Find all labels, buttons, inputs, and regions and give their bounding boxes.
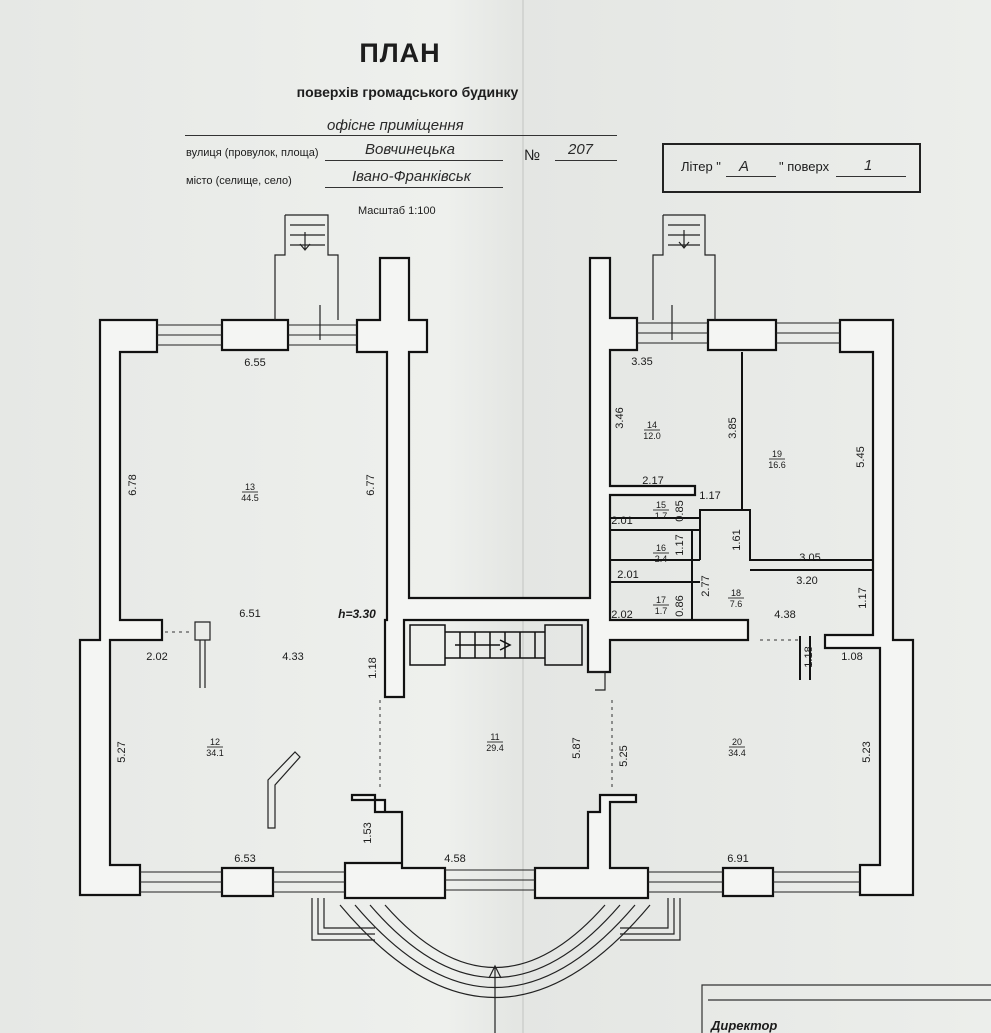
dimension-label: 6.53 bbox=[234, 853, 255, 865]
bottom-pier-center-right bbox=[533, 793, 650, 900]
dimension-label: 6.55 bbox=[244, 357, 265, 369]
dimension-label: 1.17 bbox=[699, 490, 720, 502]
room-area: 34.1 bbox=[206, 748, 224, 758]
plan-title: ПЛАН bbox=[359, 38, 441, 68]
dimension-label: 2.17 bbox=[642, 475, 663, 487]
room-area: 12.0 bbox=[643, 431, 661, 441]
dimension-label: 2.02 bbox=[146, 651, 167, 663]
room-number: 19 bbox=[772, 449, 782, 459]
right-window-pier bbox=[706, 318, 778, 352]
floor-label: " поверх bbox=[779, 159, 830, 174]
dimension-label: 4.38 bbox=[774, 609, 795, 621]
dimension-label: 5.87 bbox=[571, 737, 583, 758]
dimension-label: 5.27 bbox=[116, 741, 128, 762]
bottom-pier-left bbox=[220, 866, 275, 898]
dimension-label: 1.53 bbox=[362, 822, 374, 843]
floor-value: 1 bbox=[864, 157, 873, 174]
number-label: № bbox=[524, 147, 541, 164]
dimension-label: 6.51 bbox=[239, 608, 260, 620]
litera-value: А bbox=[739, 158, 750, 175]
litera-label: Літер " bbox=[681, 159, 721, 174]
dimension-label: 2.01 bbox=[617, 569, 638, 581]
room-area: 34.4 bbox=[728, 748, 746, 758]
dimension-label: 0.86 bbox=[674, 595, 686, 616]
street-underline bbox=[325, 160, 503, 161]
dimension-label: 3.35 bbox=[631, 356, 652, 368]
ceiling-height: h=3.30 bbox=[338, 607, 376, 621]
room-number: 13 bbox=[245, 482, 255, 492]
room-number: 17 bbox=[656, 595, 666, 605]
city-underline bbox=[325, 187, 503, 188]
dimension-label: 5.45 bbox=[855, 446, 867, 467]
paper-fold bbox=[522, 0, 524, 1033]
number-underline bbox=[555, 160, 617, 161]
street-label: вулиця (провулок, площа) bbox=[186, 147, 319, 159]
dimension-label: 3.05 bbox=[799, 552, 820, 564]
dimension-label: 1.08 bbox=[841, 651, 862, 663]
room-number: 12 bbox=[210, 737, 220, 747]
dimension-label: 4.58 bbox=[444, 853, 465, 865]
number-value: 207 bbox=[568, 141, 594, 158]
room-area: 7.6 bbox=[730, 599, 743, 609]
dimension-label: 6.78 bbox=[127, 474, 139, 495]
dimension-label: 1.18 bbox=[367, 657, 379, 678]
room-area: 16.6 bbox=[768, 460, 786, 470]
dimension-label: 3.20 bbox=[796, 575, 817, 587]
dimension-label: 6.77 bbox=[365, 474, 377, 495]
dimension-label: 2.01 bbox=[611, 515, 632, 527]
dimension-label: 3.85 bbox=[727, 417, 739, 438]
right-outer-wall bbox=[823, 318, 915, 897]
street-value: Вовчинецька bbox=[365, 141, 455, 158]
litera-box: Літер " А " поверх 1 bbox=[662, 143, 921, 193]
room-number: 18 bbox=[731, 588, 741, 598]
left-window-pier bbox=[220, 318, 290, 352]
room-number: 16 bbox=[656, 543, 666, 553]
dimension-label: 1.17 bbox=[857, 587, 869, 608]
room-area: 2.4 bbox=[655, 554, 668, 564]
dimension-label: 3.46 bbox=[614, 407, 626, 428]
purpose-value: офісне приміщення bbox=[327, 117, 464, 134]
room-area: 1.7 bbox=[655, 511, 668, 521]
dimension-label: 1.17 bbox=[674, 534, 686, 555]
dimension-label: 1.61 bbox=[731, 529, 743, 550]
dimension-label: 5.25 bbox=[618, 745, 630, 766]
dimension-label: 6.91 bbox=[727, 853, 748, 865]
scale-label: Масштаб 1:100 bbox=[358, 205, 436, 217]
room-number: 15 bbox=[656, 500, 666, 510]
room-number: 11 bbox=[490, 732, 499, 742]
bottom-pier-right bbox=[721, 866, 775, 898]
room-number: 20 bbox=[732, 737, 742, 747]
city-value: Івано-Франківськ bbox=[352, 168, 471, 185]
plan-subtitle: поверхів громадського будинку bbox=[296, 84, 519, 100]
dimension-label: 5.23 bbox=[861, 741, 873, 762]
dimension-label: 0.85 bbox=[674, 500, 686, 521]
room-area: 29.4 bbox=[486, 743, 504, 753]
room-area: 44.5 bbox=[241, 493, 259, 503]
room-number: 14 bbox=[647, 420, 657, 430]
left-outer-wall bbox=[78, 318, 164, 897]
dimension-label: 4.33 bbox=[282, 651, 303, 663]
room-area: 1.7 bbox=[655, 606, 668, 616]
left-partition bbox=[355, 256, 750, 699]
bottom-pier-center-left bbox=[343, 793, 447, 900]
purpose-underline bbox=[185, 135, 617, 136]
director-label: Директор bbox=[711, 1018, 778, 1033]
dimension-label: 1.18 bbox=[803, 646, 815, 667]
dimension-label: 2.02 bbox=[611, 609, 632, 621]
dimension-label: 2.77 bbox=[700, 575, 712, 596]
city-label: місто (селище, село) bbox=[186, 175, 292, 187]
